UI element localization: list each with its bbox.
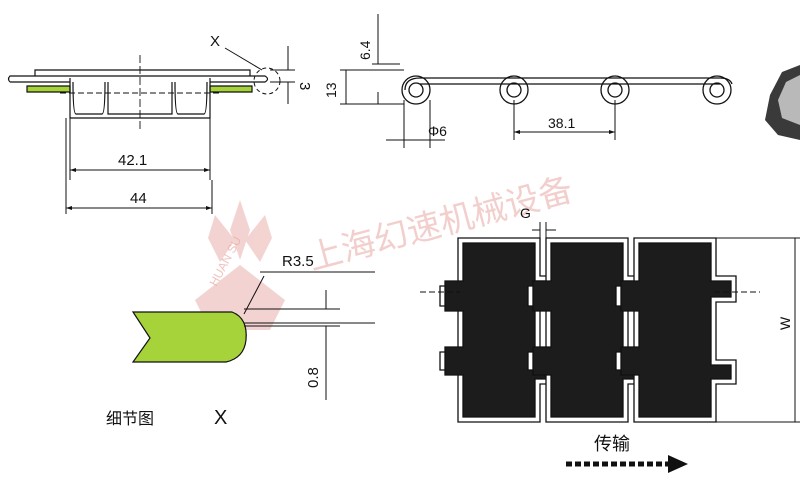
dim-height-13: 13	[323, 82, 339, 98]
detail-circle	[253, 67, 281, 95]
width-label: W	[777, 316, 793, 330]
pin-2	[499, 75, 529, 105]
dim-inner-width: 42.1	[118, 152, 147, 169]
dim-top-6-4: 6.4	[357, 40, 373, 60]
detail-marker-label: X	[210, 33, 220, 50]
wear-strip-left	[26, 85, 71, 93]
chain-plate-surface	[620, 242, 732, 418]
profile-view	[340, 14, 733, 148]
dim-outer-width: 44	[130, 190, 147, 207]
top-plate	[7, 75, 269, 83]
detail-view	[131, 271, 375, 400]
dim-pitch: 38.1	[548, 115, 575, 131]
product-photo-fragment	[765, 65, 800, 140]
dim-pin-diameter: Φ6	[428, 123, 447, 139]
detail-thickness: 0.8	[305, 367, 322, 388]
pin-4	[702, 75, 732, 105]
pin-1	[401, 75, 431, 105]
detail-caption: 细节图	[106, 410, 154, 428]
gap-label: G	[520, 205, 531, 221]
pin-3	[600, 75, 630, 105]
detail-wear-profile	[131, 311, 247, 363]
top-view	[420, 222, 800, 423]
watermark-logo	[195, 200, 285, 330]
dim-height-3: 3	[296, 82, 313, 90]
direction-label: 传输	[594, 434, 630, 454]
side-view	[7, 46, 295, 214]
wear-strip-right	[209, 85, 253, 93]
detail-radius: R3.5	[282, 253, 314, 270]
direction-arrow	[566, 455, 688, 473]
detail-caption-marker: X	[214, 407, 227, 429]
